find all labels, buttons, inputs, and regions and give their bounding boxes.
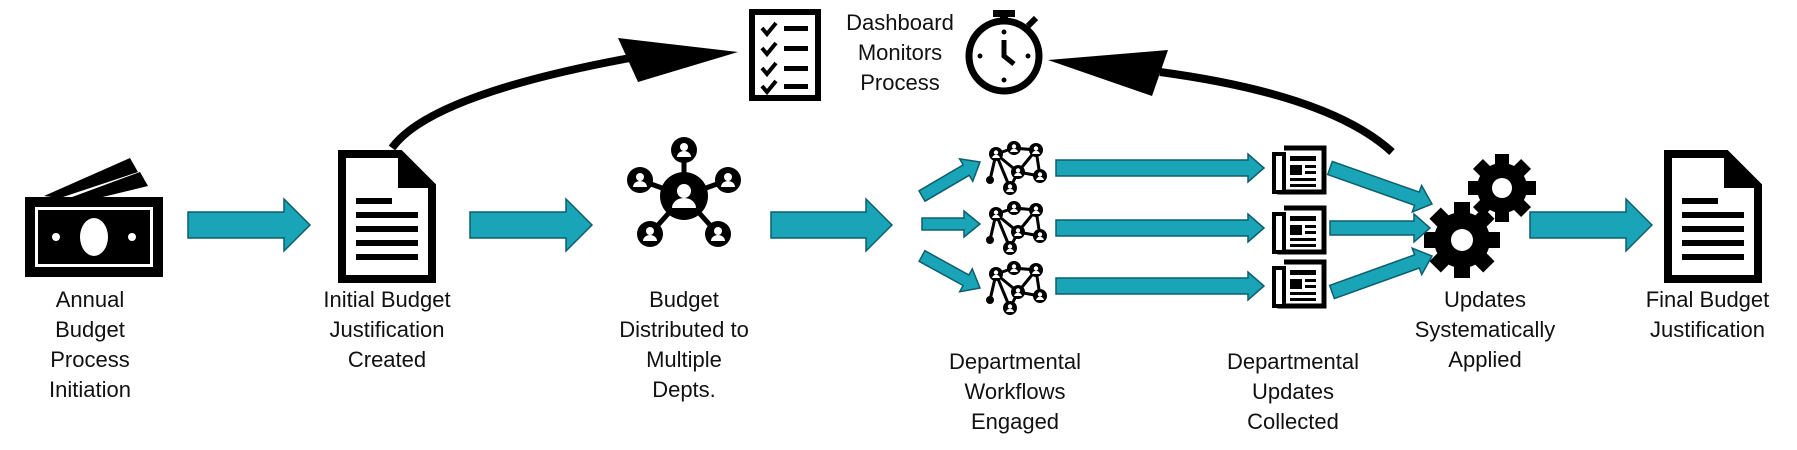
step-label-annual-budget: Annual Budget Process Initiation <box>49 287 131 402</box>
checklist-icon <box>749 9 821 101</box>
flow-arrow <box>921 209 982 239</box>
team-network-icon <box>986 201 1047 255</box>
team-network-icon <box>986 141 1047 195</box>
step-label-updates-applied: Updates Systematically Applied <box>1414 287 1556 372</box>
flow-arrows <box>187 152 1654 302</box>
flow-arrow <box>1328 246 1434 300</box>
flow-arrow <box>187 197 312 253</box>
newspaper-icon <box>1274 262 1324 306</box>
network-icon <box>627 137 741 247</box>
flow-arrow <box>918 249 982 293</box>
stopwatch-icon <box>965 10 1043 95</box>
flow-arrow <box>1055 270 1266 302</box>
newspaper-icon <box>1274 148 1324 192</box>
step-label-workflows: Departmental Workflows Engaged <box>948 349 1082 434</box>
flow-arrow <box>469 197 594 253</box>
step-label-final-budget: Final Budget Justification <box>1645 287 1770 342</box>
monitor-arrow-left <box>388 38 738 151</box>
monitor-arrow-right <box>1048 50 1395 155</box>
flow-arrow <box>770 197 894 253</box>
document-icon <box>342 154 432 279</box>
newspaper-icon <box>1274 208 1324 252</box>
gears-icon <box>1424 154 1536 278</box>
step-label-updates-collected: Departmental Updates Collected <box>1226 349 1360 434</box>
team-network-icon <box>986 261 1047 315</box>
document-icon <box>1668 154 1758 279</box>
step-label-initial-budget: Initial Budget Justification Created <box>323 287 451 372</box>
money-icon <box>25 158 163 277</box>
flow-arrow <box>1326 160 1434 214</box>
flow-arrow <box>917 157 982 203</box>
monitor-label: Dashboard Monitors Process <box>846 10 954 95</box>
flow-arrow <box>1055 152 1266 184</box>
flow-arrow <box>1329 212 1432 244</box>
step-label-distributed: Budget Distributed to Multiple Depts. <box>619 287 749 402</box>
flow-arrow <box>1055 212 1266 244</box>
flow-arrow <box>1529 197 1654 253</box>
